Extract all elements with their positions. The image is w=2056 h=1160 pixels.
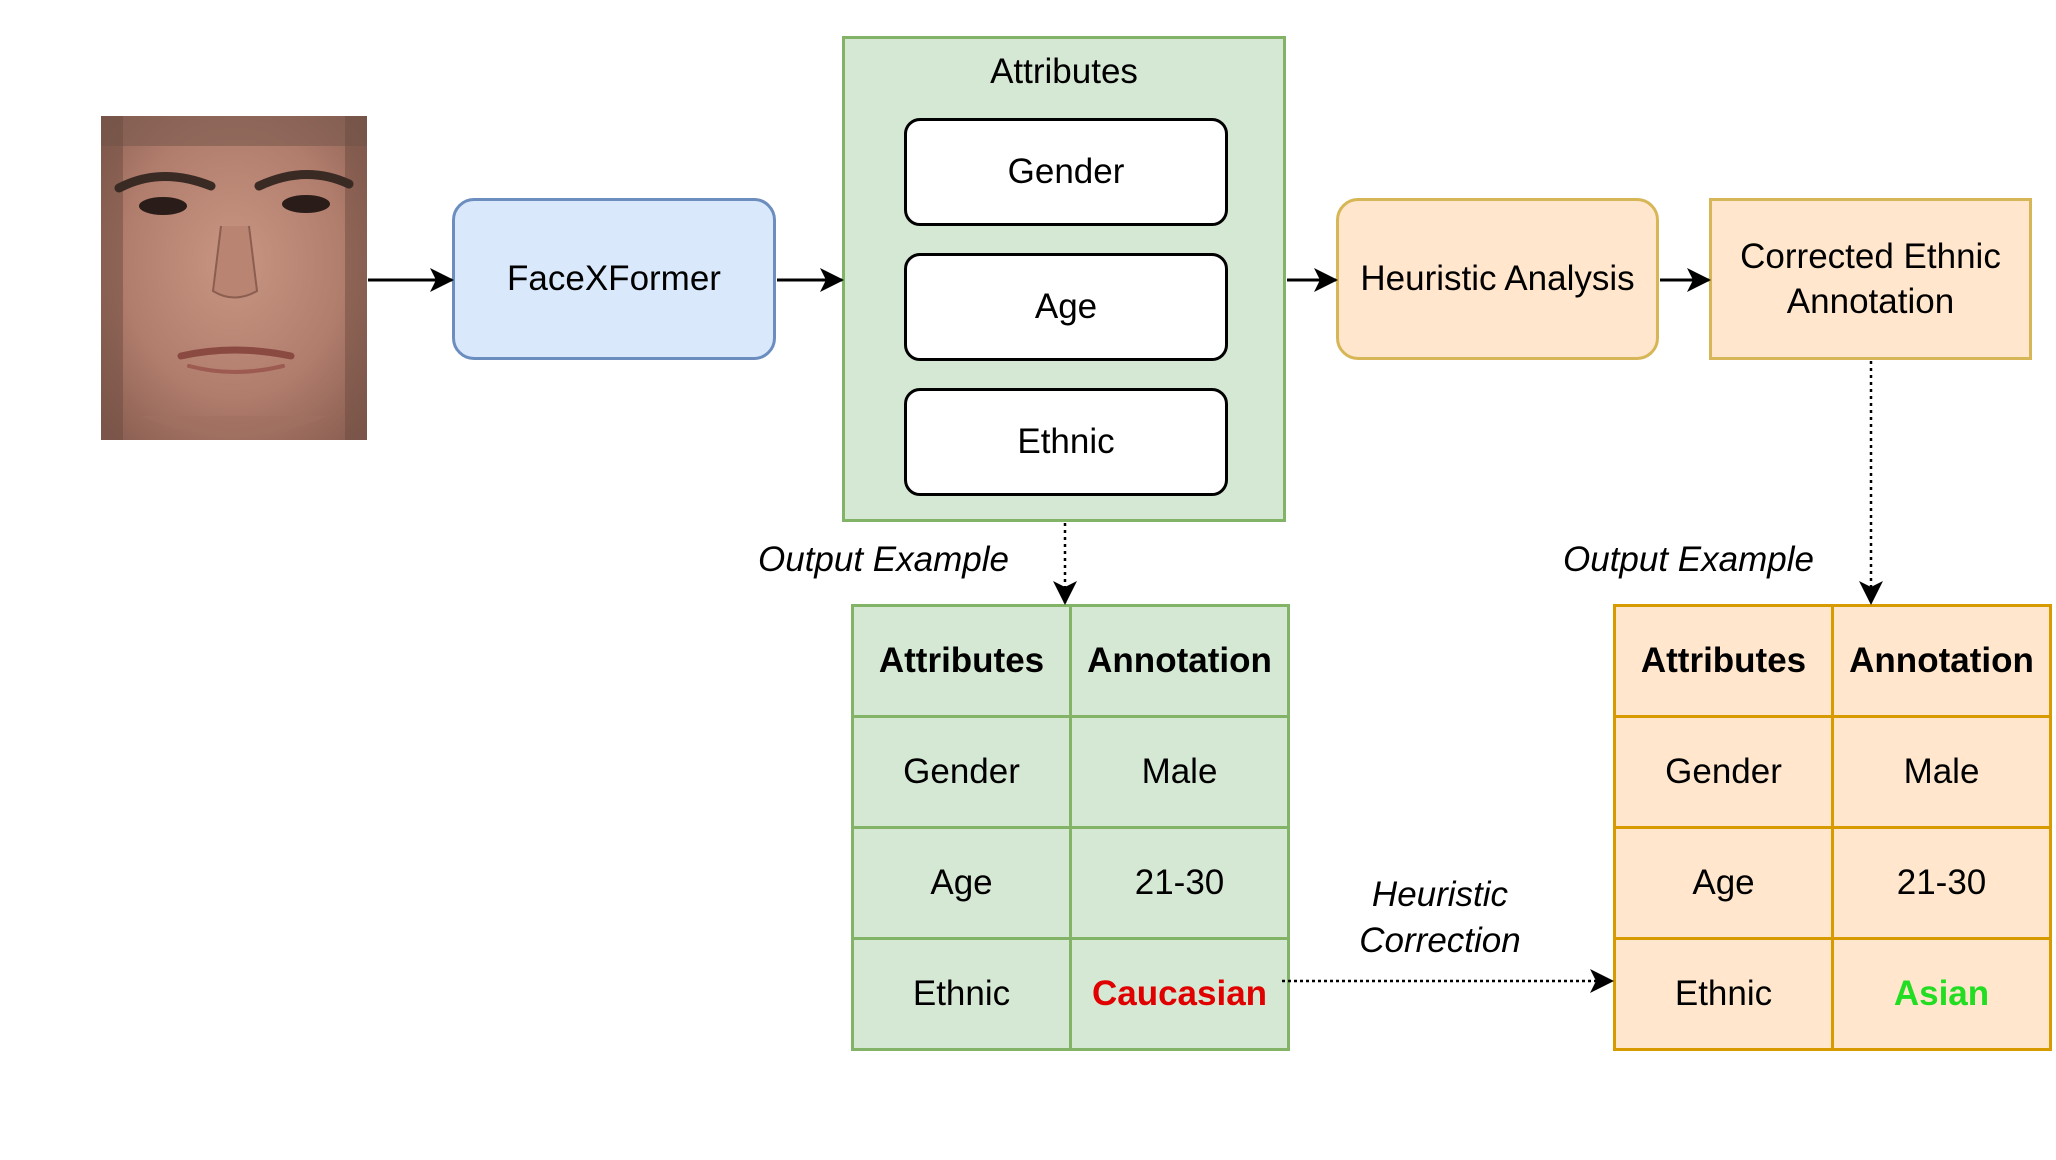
corrected-annotation-line2: Annotation	[1786, 282, 1955, 321]
attribute-gender-label: Gender	[1007, 152, 1125, 192]
heuristic-analysis-box: Heuristic Analysis	[1336, 198, 1659, 360]
table-cell: Age	[851, 826, 1072, 940]
table-cell: Age	[1613, 826, 1834, 940]
table-header-row: Attributes Annotation	[1613, 604, 2052, 718]
heuristic-correction-line2: Correction	[1359, 920, 1521, 960]
attribute-age-box: Age	[904, 253, 1228, 361]
heuristic-correction-label: Heuristic Correction	[1340, 872, 1540, 963]
table-cell: Ethnic	[1613, 937, 1834, 1051]
output-table-right: Attributes Annotation Gender Male Age 21…	[1613, 604, 2052, 1051]
table-row: Ethnic Asian	[1613, 937, 2052, 1051]
table-cell: Male	[1069, 715, 1290, 829]
attributes-panel-title: Attributes	[990, 52, 1138, 91]
wrong-ethnic-value: Caucasian	[1069, 937, 1290, 1051]
attribute-gender-box: Gender	[904, 118, 1228, 226]
attribute-ethnic-label: Ethnic	[1017, 422, 1115, 462]
heuristic-analysis-label: Heuristic Analysis	[1360, 259, 1635, 299]
corrected-annotation-line1: Corrected Ethnic	[1740, 236, 2001, 276]
attribute-ethnic-box: Ethnic	[904, 388, 1228, 496]
table-header-cell: Attributes	[851, 604, 1072, 718]
output-example-label-left: Output Example	[758, 540, 1009, 579]
table-cell: Male	[1831, 715, 2052, 829]
facexformer-label: FaceXFormer	[507, 259, 721, 299]
output-example-label-right: Output Example	[1563, 540, 1814, 579]
table-header-cell: Attributes	[1613, 604, 1834, 718]
attribute-age-label: Age	[1034, 287, 1098, 327]
table-cell: Ethnic	[851, 937, 1072, 1051]
table-row: Gender Male	[851, 715, 1290, 829]
corrected-annotation-box: Corrected Ethnic Annotation	[1709, 198, 2032, 360]
table-cell: Gender	[1613, 715, 1834, 829]
output-table-left: Attributes Annotation Gender Male Age 21…	[851, 604, 1290, 1051]
table-header-row: Attributes Annotation	[851, 604, 1290, 718]
table-row: Gender Male	[1613, 715, 2052, 829]
heuristic-correction-line1: Heuristic	[1371, 875, 1509, 914]
face-photo	[101, 116, 367, 440]
table-cell: 21-30	[1831, 826, 2052, 940]
table-header-cell: Annotation	[1831, 604, 2052, 718]
table-cell: Gender	[851, 715, 1072, 829]
corrected-ethnic-value: Asian	[1831, 937, 2052, 1051]
table-header-cell: Annotation	[1069, 604, 1290, 718]
facexformer-box: FaceXFormer	[452, 198, 776, 360]
table-row: Age 21-30	[1613, 826, 2052, 940]
table-row: Age 21-30	[851, 826, 1290, 940]
table-cell: 21-30	[1069, 826, 1290, 940]
table-row: Ethnic Caucasian	[851, 937, 1290, 1051]
